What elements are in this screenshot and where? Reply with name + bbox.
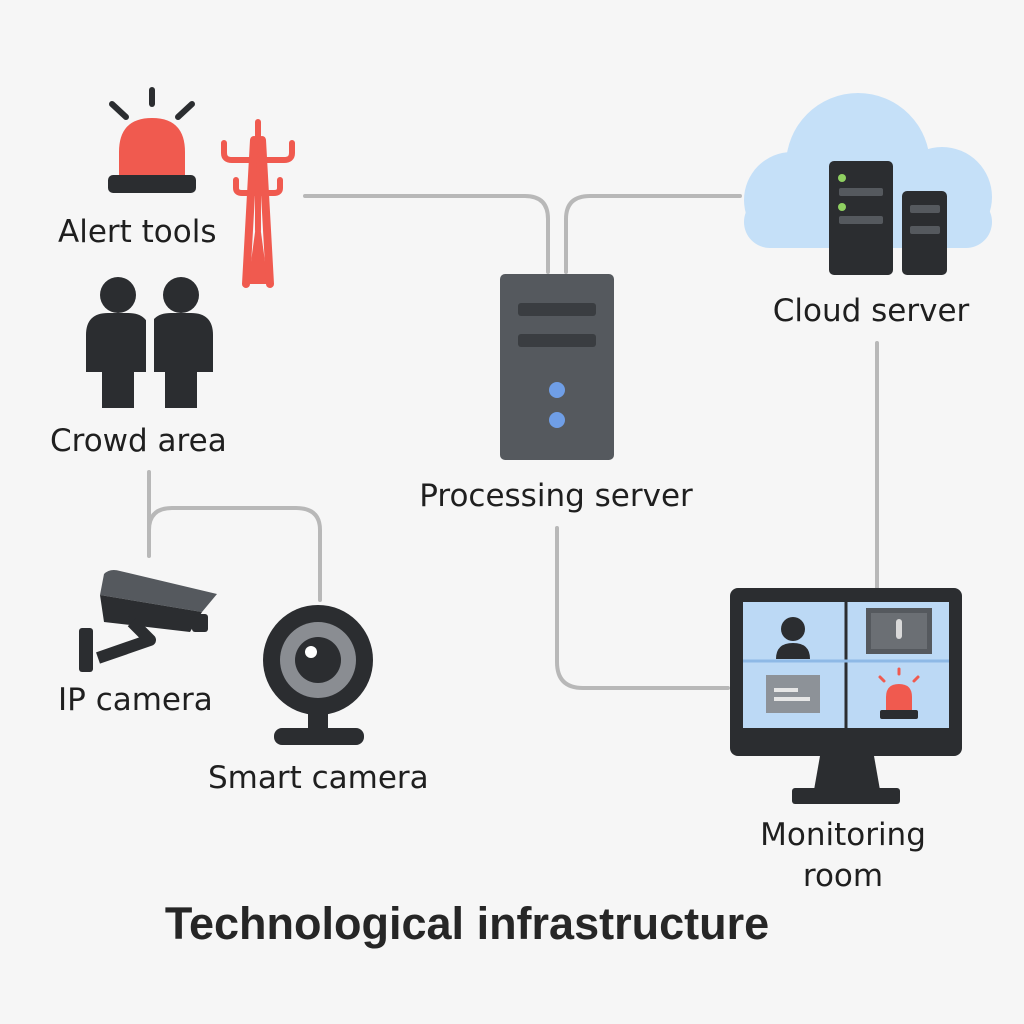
webcam-icon <box>263 605 373 745</box>
alarm-tile-icon <box>878 667 920 719</box>
server-tower-icon <box>500 274 614 460</box>
crowd-area-label: Crowd area <box>50 423 227 459</box>
person-tile-icon <box>781 617 805 641</box>
alert-tools-label: Alert tools <box>58 214 217 250</box>
connector-processing-to-monitor <box>555 526 730 690</box>
document-tile <box>766 675 820 713</box>
siren-icon <box>108 87 196 193</box>
people-icon <box>86 277 213 408</box>
cctv-camera-icon <box>79 570 217 672</box>
ip-camera-label: IP camera <box>58 682 213 718</box>
connectors <box>147 194 879 690</box>
antenna-tower-icon <box>221 119 295 288</box>
connector-cloud-to-processing <box>564 194 742 274</box>
server-rack-icon <box>829 161 947 275</box>
monitor-icon <box>730 588 962 804</box>
connector-alert-to-processing <box>303 194 550 274</box>
smart-camera-label: Smart camera <box>208 760 429 796</box>
connector-camera-branch <box>147 506 322 602</box>
cloud-server-label: Cloud server <box>772 293 970 329</box>
monitoring-room-label-line2: room <box>802 858 884 894</box>
diagram-title: Technological infrastructure <box>164 898 770 949</box>
monitoring-room-label-line1: Monitoring <box>760 817 926 853</box>
processing-server-label: Processing server <box>419 478 693 514</box>
